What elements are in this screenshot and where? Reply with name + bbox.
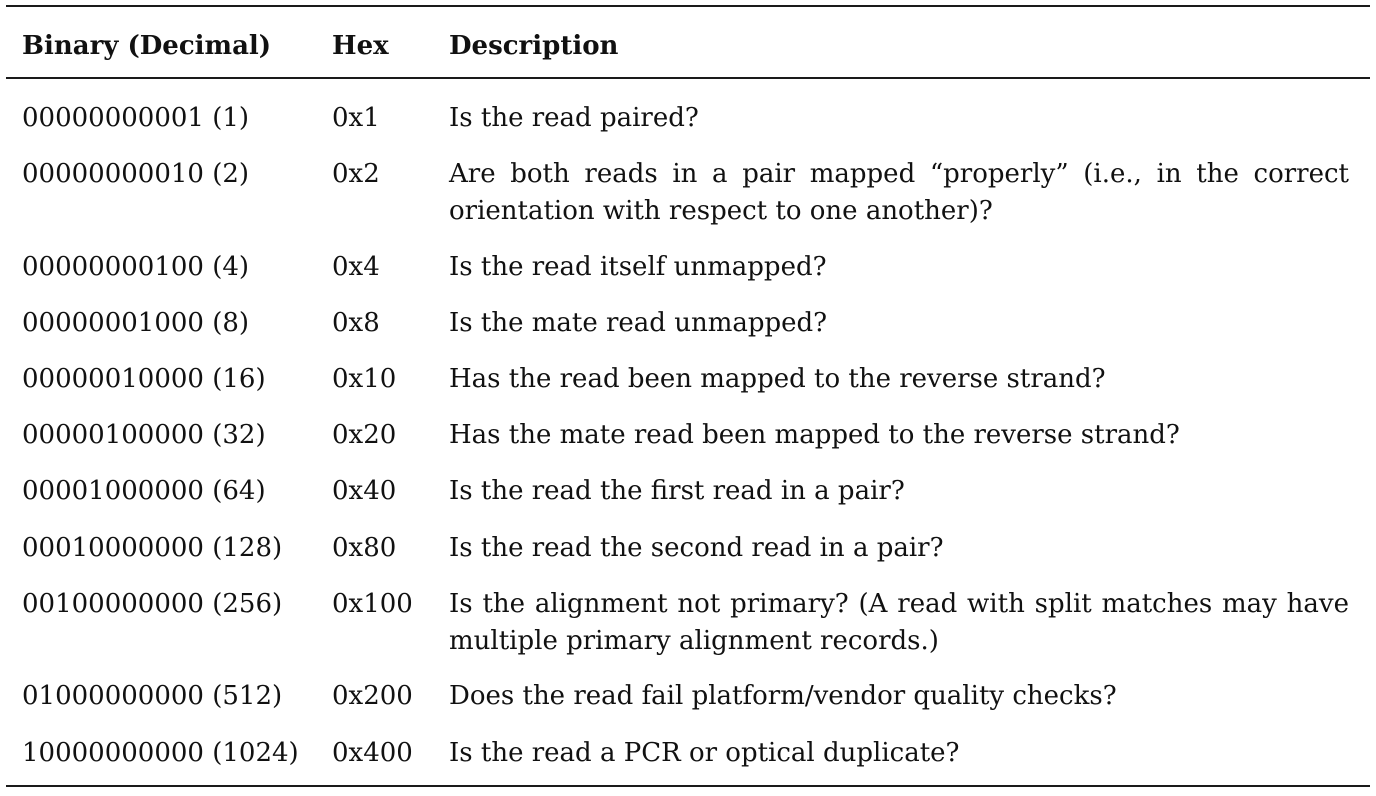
- cell-binary: 00001000000 (64): [22, 476, 266, 506]
- cell-description: Is the read a PCR or optical duplicate?: [449, 738, 960, 768]
- header-binary-decimal: Binary (Decimal): [22, 31, 272, 61]
- cell-hex: 0x10: [332, 364, 397, 394]
- cell-hex: 0x4: [332, 252, 380, 282]
- cell-hex: 0x20: [332, 420, 397, 450]
- cell-hex: 0x2: [332, 159, 380, 189]
- cell-description: Is the read paired?: [449, 103, 699, 133]
- cell-description: Is the mate read unmapped?: [449, 308, 828, 338]
- bottom-rule: [6, 785, 1370, 787]
- cell-hex: 0x8: [332, 308, 380, 338]
- cell-binary: 00000001000 (8): [22, 308, 250, 338]
- cell-hex: 0x200: [332, 681, 413, 711]
- cell-binary: 00000000010 (2): [22, 159, 250, 189]
- cell-description: Has the read been mapped to the reverse …: [449, 364, 1106, 394]
- cell-binary: 00100000000 (256): [22, 589, 283, 619]
- cell-binary: 00000000100 (4): [22, 252, 250, 282]
- header-rule: [6, 77, 1370, 79]
- cell-description: Does the read fail platform/vendor quali…: [449, 681, 1117, 711]
- top-rule: [6, 5, 1370, 7]
- cell-binary: 10000000000 (1024): [22, 738, 299, 768]
- table-header: Binary (Decimal) Hex Description: [0, 26, 1376, 66]
- cell-hex: 0x400: [332, 738, 413, 768]
- cell-hex: 0x80: [332, 533, 397, 563]
- cell-binary: 01000000000 (512): [22, 681, 283, 711]
- cell-hex: 0x100: [332, 589, 413, 619]
- cell-binary: 00000000001 (1): [22, 103, 250, 133]
- header-description: Description: [449, 31, 619, 61]
- cell-hex: 0x1: [332, 103, 380, 133]
- cell-binary: 00000010000 (16): [22, 364, 266, 394]
- cell-hex: 0x40: [332, 476, 397, 506]
- cell-description: Is the alignment not primary? (A read wi…: [449, 589, 1349, 656]
- cell-binary: 00000100000 (32): [22, 420, 266, 450]
- cell-description: Are both reads in a pair mapped “properl…: [449, 159, 1349, 226]
- cell-description: Has the mate read been mapped to the rev…: [449, 420, 1180, 450]
- cell-binary: 00010000000 (128): [22, 533, 283, 563]
- cell-description: Is the read the second read in a pair?: [449, 533, 944, 563]
- cell-description: Is the read itself unmapped?: [449, 252, 827, 282]
- header-hex: Hex: [332, 31, 389, 61]
- cell-description: Is the read the first read in a pair?: [449, 476, 905, 506]
